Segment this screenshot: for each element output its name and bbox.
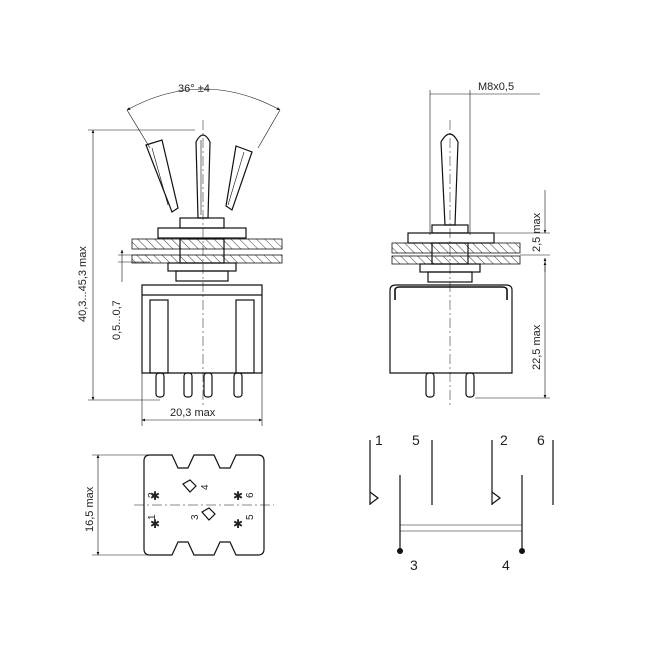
switch-base-outline (143, 454, 265, 556)
panel-gap-dimension: 0,5...0,7 (111, 300, 123, 340)
body-height-dimension: 22,5 max (531, 324, 543, 370)
terminal-3-node (397, 548, 403, 554)
switch-schematic: 1 5 2 6 3 4 (369, 432, 554, 573)
panel-section (131, 238, 283, 250)
lever-center (195, 134, 211, 219)
bottom-view: ✱ ✱ ✱ ✱ 2 1 6 5 4 3 16,5 max (84, 454, 274, 556)
pin-4-mark (182, 479, 197, 493)
terminal-label-2: 2 (500, 432, 508, 448)
lever-side (440, 133, 459, 226)
top-nut (157, 227, 247, 239)
bushing-height-dimension: 2,5 max (531, 212, 543, 252)
switch-body-side (389, 284, 513, 374)
thread-dimension: M8x0,5 (478, 81, 514, 93)
terminal-pins-side (425, 372, 475, 398)
pin-2-mark: ✱ (150, 489, 160, 503)
panel-section-side (391, 242, 521, 254)
terminal-label-4: 4 (502, 557, 510, 573)
pin-label-3: 3 (190, 514, 201, 520)
pin-6-mark: ✱ (233, 489, 243, 503)
top-nut-side (407, 232, 495, 244)
front-view: 36° ±4 (77, 83, 283, 426)
body-width-dimension: 20,3 max (170, 407, 216, 419)
terminal-label-5: 5 (412, 432, 420, 448)
pin-label-2: 2 (147, 492, 158, 498)
terminal-label-3: 3 (410, 557, 418, 573)
pin-label-4: 4 (200, 484, 211, 490)
terminal-4-node (519, 548, 525, 554)
lever-right-position (225, 145, 253, 211)
angle-arc (126, 88, 281, 111)
pin-5-mark: ✱ (233, 517, 243, 531)
pin-label-5: 5 (245, 514, 256, 520)
terminal-pins-front (155, 372, 243, 398)
pin-1-mark: ✱ (150, 517, 160, 531)
lever-left-position (145, 139, 179, 213)
terminal-label-6: 6 (537, 432, 545, 448)
body-depth-dimension: 16,5 max (84, 486, 96, 532)
angle-dimension: 36° ±4 (178, 83, 210, 95)
pin-label-6: 6 (245, 492, 256, 498)
side-view: M8x0,5 2,5 max 22,5 max (389, 81, 550, 405)
pin-3-mark (201, 507, 216, 521)
terminal-label-1: 1 (375, 432, 383, 448)
pin-terminals-bottom: ✱ ✱ ✱ ✱ (150, 479, 243, 531)
switch-body (141, 284, 263, 374)
pin-label-1: 1 (147, 514, 158, 520)
overall-height-dimension: 40,3...45,3 max (77, 246, 89, 322)
